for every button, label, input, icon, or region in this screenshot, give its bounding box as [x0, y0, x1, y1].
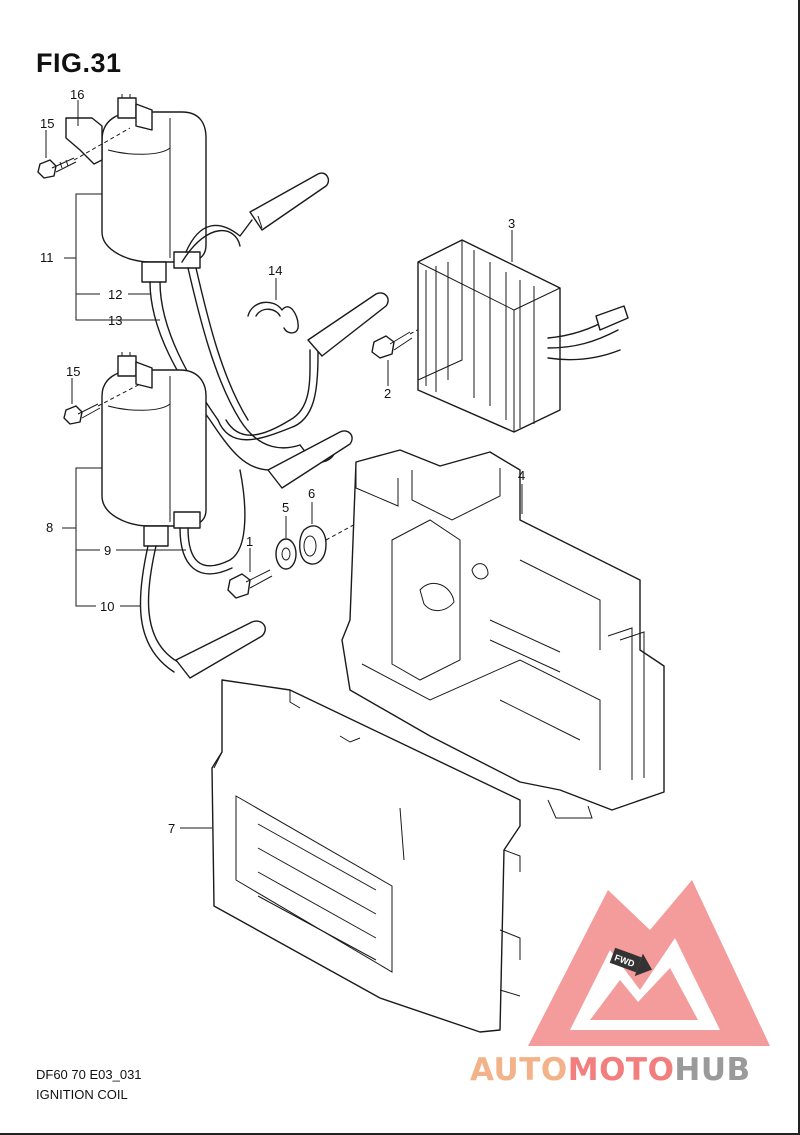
ignition-coil-lower — [101, 352, 207, 547]
callout-2: 2 — [384, 386, 391, 401]
callout-14: 14 — [268, 263, 282, 278]
coil-holder-4 — [341, 449, 665, 819]
plug-cap-middle — [307, 292, 389, 357]
callout-4: 4 — [518, 468, 525, 483]
plug-cap-lower-right — [267, 430, 353, 489]
automotohub-wordmark: AUTOMOTOHUB — [470, 1052, 751, 1088]
callout-13: 13 — [108, 313, 122, 328]
callout-9: 9 — [104, 543, 111, 558]
callout-11: 11 — [40, 250, 54, 265]
bracket-16 — [65, 117, 103, 165]
bolt-1 — [227, 569, 273, 599]
callout-15-lower: 15 — [66, 364, 80, 379]
high-tension-cord-13 — [187, 267, 301, 449]
callout-labels: 16 15 11 12 13 14 3 2 15 8 9 10 4 6 5 1 … — [40, 87, 525, 836]
callout-12: 12 — [108, 287, 122, 302]
bolt-15-lower — [63, 383, 141, 425]
figure-title: FIG.31 — [36, 48, 122, 78]
cover-7 — [211, 679, 521, 1033]
high-tension-cord-10 — [139, 545, 179, 673]
callout-3: 3 — [508, 216, 515, 231]
callout-6: 6 — [308, 486, 315, 501]
callout-15-upper: 15 — [40, 116, 54, 131]
upper-plug-lead — [181, 219, 253, 263]
washer-5 — [275, 538, 297, 570]
ignition-coil-upper — [101, 94, 207, 283]
fwd-arrow-icon: FWD — [609, 947, 652, 977]
high-tension-cord-9 — [187, 469, 246, 567]
grommet-6 — [299, 515, 371, 565]
callout-10: 10 — [100, 599, 114, 614]
bolt-15-upper — [37, 127, 131, 179]
clamp-14 — [247, 301, 299, 334]
plug-cap-lower — [175, 620, 266, 679]
callout-7: 7 — [168, 821, 175, 836]
figure-name: IGNITION COIL — [36, 1087, 128, 1102]
callout-5: 5 — [282, 500, 289, 515]
leader-lines — [45, 100, 523, 829]
figure-code: DF60 70 E03_031 — [36, 1067, 142, 1082]
callout-1: 1 — [246, 534, 253, 549]
plug-cap-upper — [249, 172, 330, 231]
automotohub-logo: FWD — [528, 880, 770, 1046]
rectifier-3 — [417, 239, 629, 433]
bolt-2 — [371, 311, 451, 359]
callout-16: 16 — [70, 87, 84, 102]
callout-8: 8 — [46, 520, 53, 535]
